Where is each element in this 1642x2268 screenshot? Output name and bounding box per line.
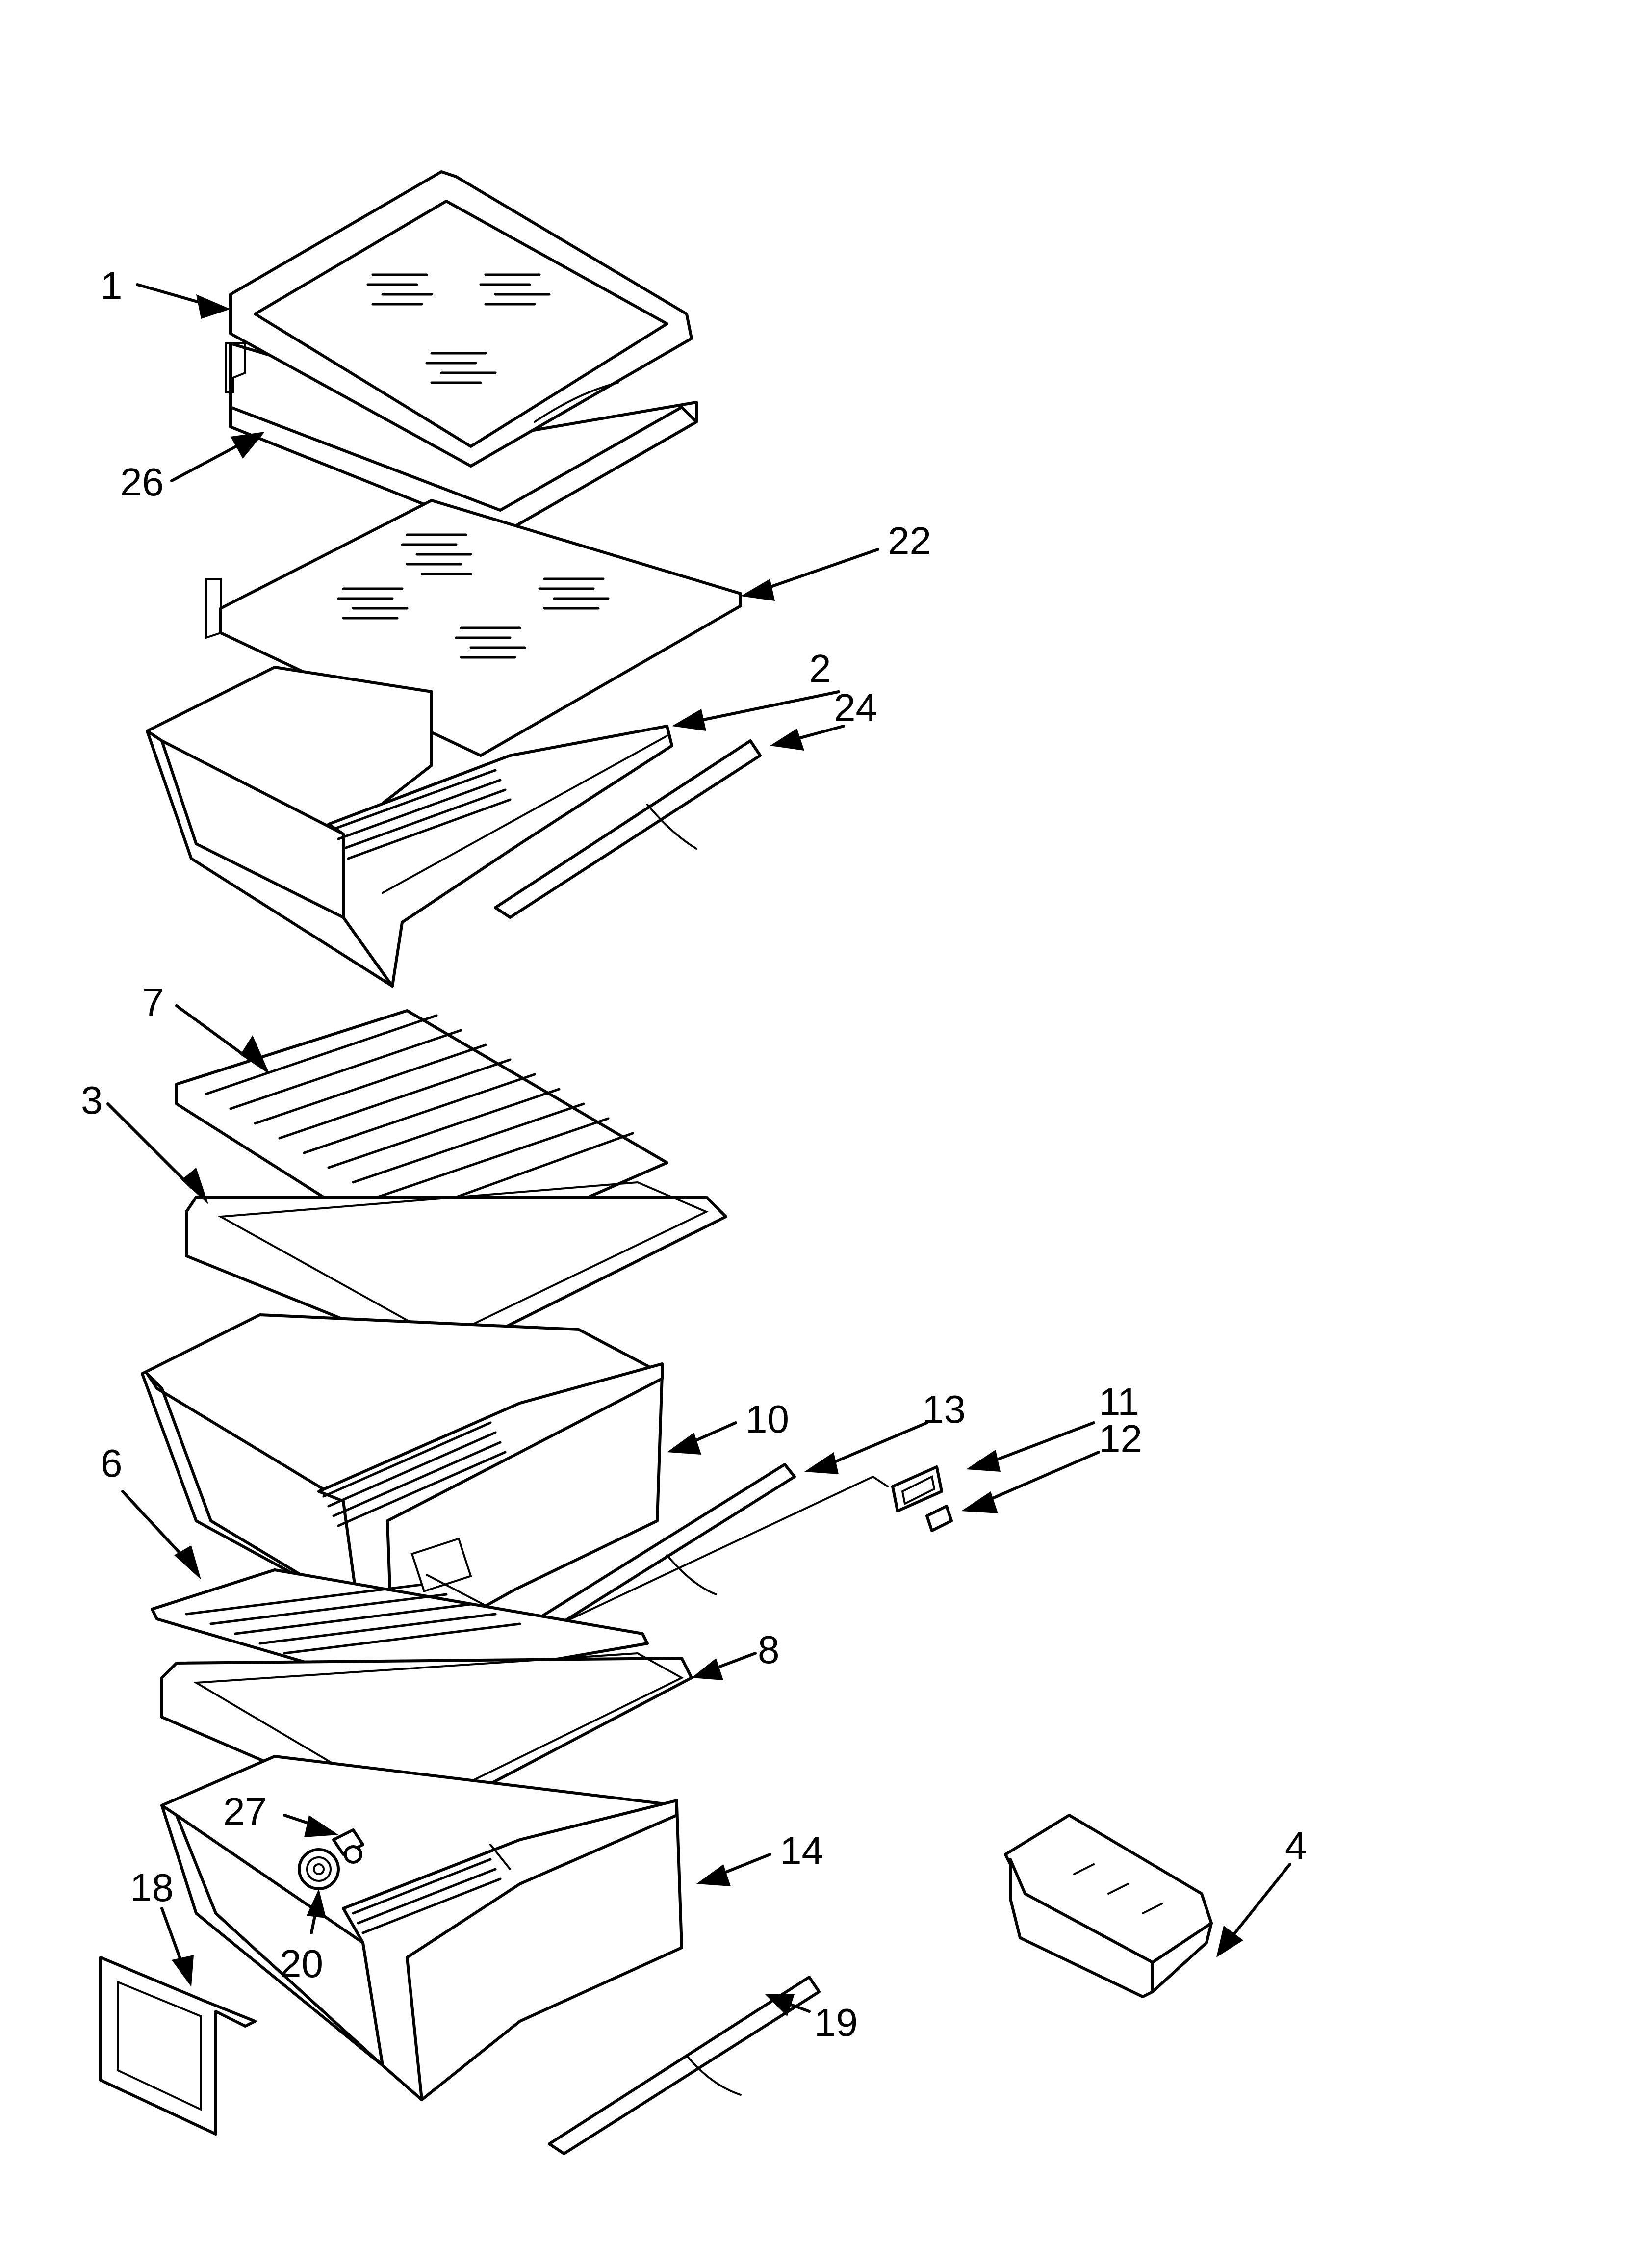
callout-labels: 1 26 22 2 24 7 3 10 13 11 12 6 8 27 14 4… xyxy=(81,264,1307,2044)
callout-20: 20 xyxy=(280,1942,323,1985)
callout-22: 22 xyxy=(888,519,931,563)
callout-12: 12 xyxy=(1099,1417,1142,1460)
part-1-glass-shelf xyxy=(229,170,693,468)
callout-2: 2 xyxy=(809,647,831,690)
part-12-humidity-clip xyxy=(925,1505,953,1532)
part-10-middle-crisper-drawer xyxy=(141,1313,664,1660)
part-18-label-holder xyxy=(99,1956,257,2136)
callout-26: 26 xyxy=(120,460,164,504)
part-20-knob xyxy=(298,1848,340,1890)
callout-10: 10 xyxy=(745,1397,789,1441)
callout-11: 11 xyxy=(1099,1380,1139,1424)
part-27-bushing xyxy=(332,1828,364,1864)
part-3-shelf-frame xyxy=(185,1181,727,1360)
part-4-door-bin xyxy=(1004,1814,1213,1998)
leader-lines xyxy=(106,283,1291,2016)
callout-4: 4 xyxy=(1285,1824,1307,1868)
part-24-drawer-handle xyxy=(494,739,762,919)
callout-27: 27 xyxy=(223,1790,267,1833)
part-19-drawer-handle xyxy=(548,1976,821,2155)
callout-1: 1 xyxy=(101,264,123,308)
callout-19: 19 xyxy=(814,2001,858,2044)
part-14-lower-crisper-drawer xyxy=(160,1755,683,2101)
part-11-humidity-slide xyxy=(891,1465,943,1512)
callout-3: 3 xyxy=(81,1078,103,1122)
callout-14: 14 xyxy=(780,1829,823,1873)
callout-24: 24 xyxy=(834,686,877,730)
callout-13: 13 xyxy=(922,1387,966,1431)
part-2-upper-crisper-drawer xyxy=(146,666,673,988)
callout-6: 6 xyxy=(101,1441,123,1485)
callout-7: 7 xyxy=(142,980,164,1024)
callout-18: 18 xyxy=(130,1866,174,1909)
callout-8: 8 xyxy=(758,1628,780,1671)
part-6-slatted-shelf xyxy=(151,1568,649,1689)
